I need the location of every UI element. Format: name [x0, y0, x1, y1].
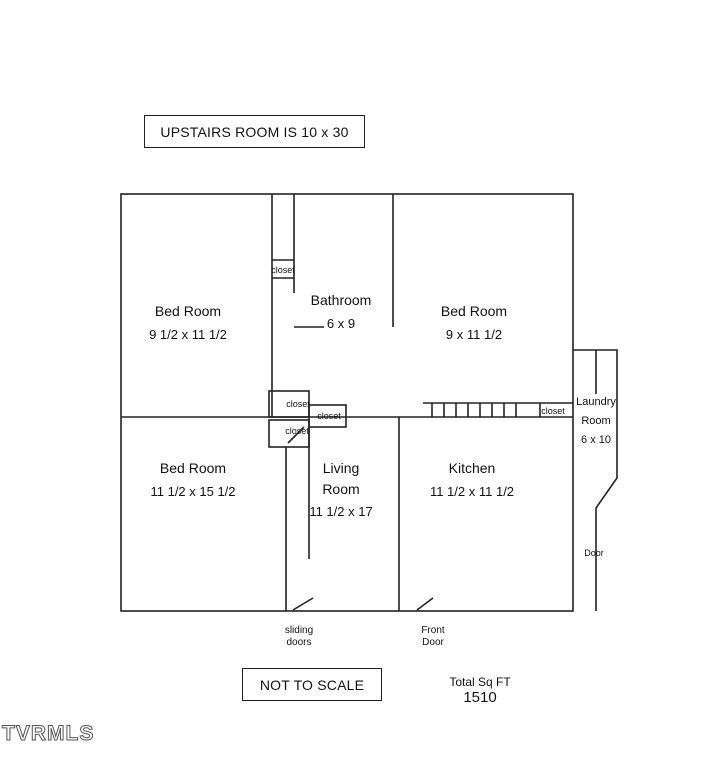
bathroom-name: Bathroom — [310, 292, 372, 308]
sliding-doors-label-2: doors — [286, 637, 312, 648]
sliding-doors-label-1: sliding — [284, 625, 314, 636]
laundry-dims: 6 x 10 — [581, 434, 611, 446]
laundry-name-1: Laundry — [576, 396, 616, 408]
closet-label-stairs: closet — [541, 406, 565, 416]
closet-box-1 — [268, 390, 310, 418]
closet-label-top: closet — [271, 265, 295, 275]
closet-box-2 — [308, 404, 347, 428]
upstairs-note: UPSTAIRS ROOM IS 10 x 30 — [144, 115, 365, 148]
bedroom3-dims: 11 1/2 x 15 1/2 — [150, 484, 236, 499]
bathroom-dims: 6 x 9 — [326, 316, 356, 331]
closet-label-3: closet — [285, 426, 309, 436]
front-door-swing — [416, 597, 434, 611]
bedroom3-name: Bed Room — [159, 460, 227, 476]
front-door-label-2: Door — [422, 637, 444, 648]
bedroom1-name: Bed Room — [154, 303, 222, 319]
sliding-door-swing — [292, 597, 314, 611]
side-door-label: Door — [584, 548, 604, 558]
not-to-scale-note: NOT TO SCALE — [242, 668, 382, 701]
total-sqft-value: 1510 — [463, 689, 497, 706]
kitchen-name: Kitchen — [448, 460, 496, 476]
bedroom1-dims: 9 1/2 x 11 1/2 — [149, 327, 227, 342]
laundry-outer-wall — [573, 349, 618, 611]
walls — [120, 193, 618, 612]
laundry-name-2: Room — [581, 415, 611, 427]
living-room-dims: 11 1/2 x 17 — [309, 504, 373, 519]
bedroom2-name: Bed Room — [440, 303, 508, 319]
living-room-name-1: Living — [322, 460, 360, 476]
closet-label-2: closet — [317, 411, 341, 421]
closet-door-swing — [287, 426, 305, 444]
living-room-name-2: Room — [322, 481, 360, 497]
closet-label-1: closet — [286, 399, 310, 409]
total-sqft-label: Total Sq FT — [449, 675, 511, 689]
front-door-label-1: Front — [421, 625, 445, 636]
mls-watermark: TVRMLS — [1, 722, 95, 746]
kitchen-dims: 11 1/2 x 11 1/2 — [429, 484, 515, 499]
bedroom2-dims: 9 x 11 1/2 — [445, 327, 503, 342]
